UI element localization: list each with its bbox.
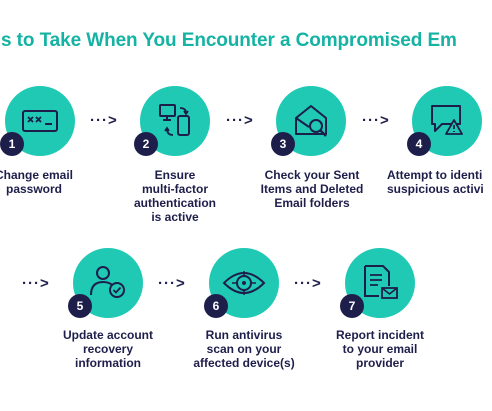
step-2-circle (140, 86, 210, 156)
step-7-number: 7 (340, 294, 364, 318)
devices-sync-icon (159, 104, 190, 136)
arrow-5-6: ···> (158, 275, 186, 292)
password-field-icon (22, 110, 58, 132)
step-6-number: 6 (204, 294, 228, 318)
arrow-3-4: ···> (362, 112, 390, 129)
step-4-number: 4 (407, 132, 431, 156)
step-1-number: 1 (0, 132, 24, 156)
step-5-label: Update account recovery information (62, 328, 153, 370)
arrow-4-5: ···> (22, 275, 50, 292)
step-7-label: Report incident to your email provider (335, 328, 424, 370)
step-4-label: Attempt to identi suspicious activi (387, 168, 484, 196)
step-1-label: Change email password (0, 168, 74, 196)
step-6-label: Run antivirus scan on your affected devi… (193, 328, 295, 370)
report-mail-icon (364, 265, 398, 299)
step-2-number: 2 (134, 132, 158, 156)
chat-alert-icon (431, 105, 463, 135)
arrow-1-2: ···> (90, 112, 118, 129)
user-check-icon (90, 266, 125, 298)
step-5-number: 5 (68, 294, 92, 318)
step-3-circle (276, 86, 346, 156)
step-2-label: Ensure multi-factor authentication is ac… (133, 168, 216, 224)
envelope-search-icon (295, 105, 327, 137)
eye-scan-icon (222, 271, 266, 295)
page-title: ons to Take When You Encounter a Comprom… (0, 30, 457, 51)
step-3-label: Check your Sent Items and Deleted Email … (260, 168, 364, 210)
step-3-number: 3 (271, 132, 295, 156)
arrow-6-7: ···> (294, 275, 322, 292)
arrow-2-3: ···> (226, 112, 254, 129)
